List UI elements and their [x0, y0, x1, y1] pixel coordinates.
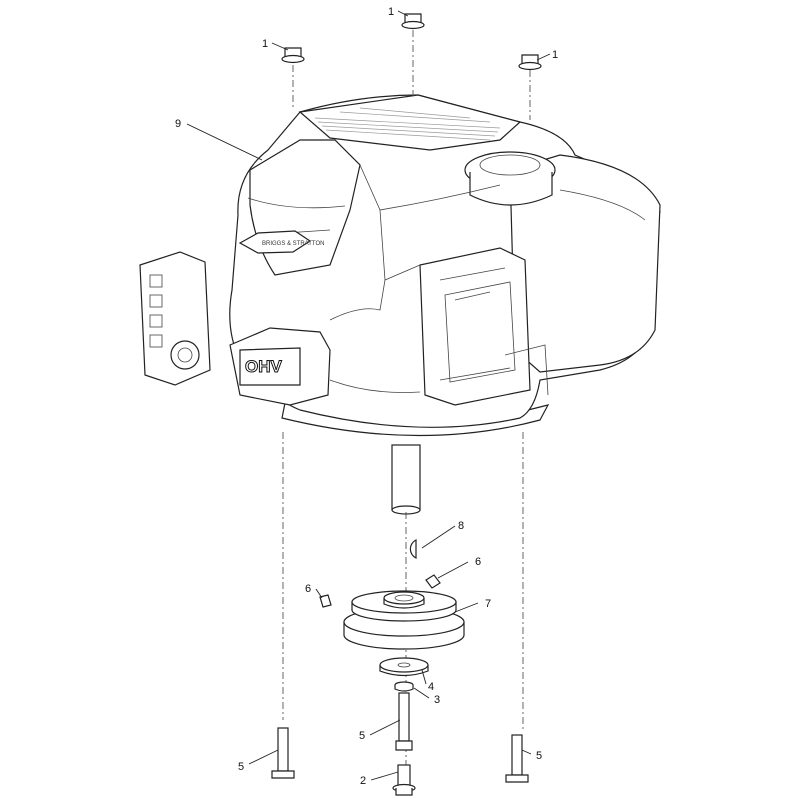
brand-emblem: BRIGGS & STRATTON: [238, 230, 324, 254]
flange-nut-right: [518, 54, 542, 71]
bolt-left: [271, 727, 295, 779]
engine-assembly: BRIGGS & STRATTON: [139, 94, 661, 437]
woodruff-key: [409, 539, 417, 559]
callout-labels: 1 1 1 9 8 6 6 7 4 3 5 5 5 2: [175, 6, 558, 787]
leader-lines: [186, 10, 551, 781]
alignment-lines: [282, 30, 531, 780]
callout-1-center: 1: [388, 6, 394, 18]
callout-5-center: 5: [359, 730, 365, 742]
callout-1-right: 1: [552, 49, 558, 61]
callout-6-right: 6: [475, 556, 481, 568]
fuel-cap: [464, 151, 556, 206]
callout-1-left: 1: [262, 38, 268, 50]
bolt-right: [505, 734, 529, 783]
ohv-valve-cover: OHV: [229, 327, 331, 406]
callout-5-left: 5: [238, 761, 244, 773]
svg-text:BRIGGS & STRATTON: BRIGGS & STRATTON: [262, 241, 324, 247]
recoil-starter: [139, 251, 211, 386]
callout-5-right: 5: [536, 750, 542, 762]
callout-3: 3: [434, 694, 440, 706]
set-screw-right: [425, 574, 441, 589]
flange-nut-left: [281, 47, 305, 64]
set-screw-left: [319, 594, 332, 608]
flange-nut-center: [401, 13, 425, 30]
callout-8: 8: [458, 520, 464, 532]
callout-7: 7: [485, 598, 491, 610]
callout-4: 4: [428, 681, 434, 693]
callout-2: 2: [360, 775, 366, 787]
crankshaft: [391, 444, 421, 515]
lock-washer: [394, 681, 414, 692]
center-bolt: [392, 764, 416, 796]
callout-9: 9: [175, 118, 181, 130]
svg-text:OHV: OHV: [245, 357, 283, 376]
washer: [379, 657, 429, 677]
callout-6-left: 6: [305, 583, 311, 595]
center-spacer-bolt: [395, 692, 413, 751]
pulley: [343, 590, 465, 650]
